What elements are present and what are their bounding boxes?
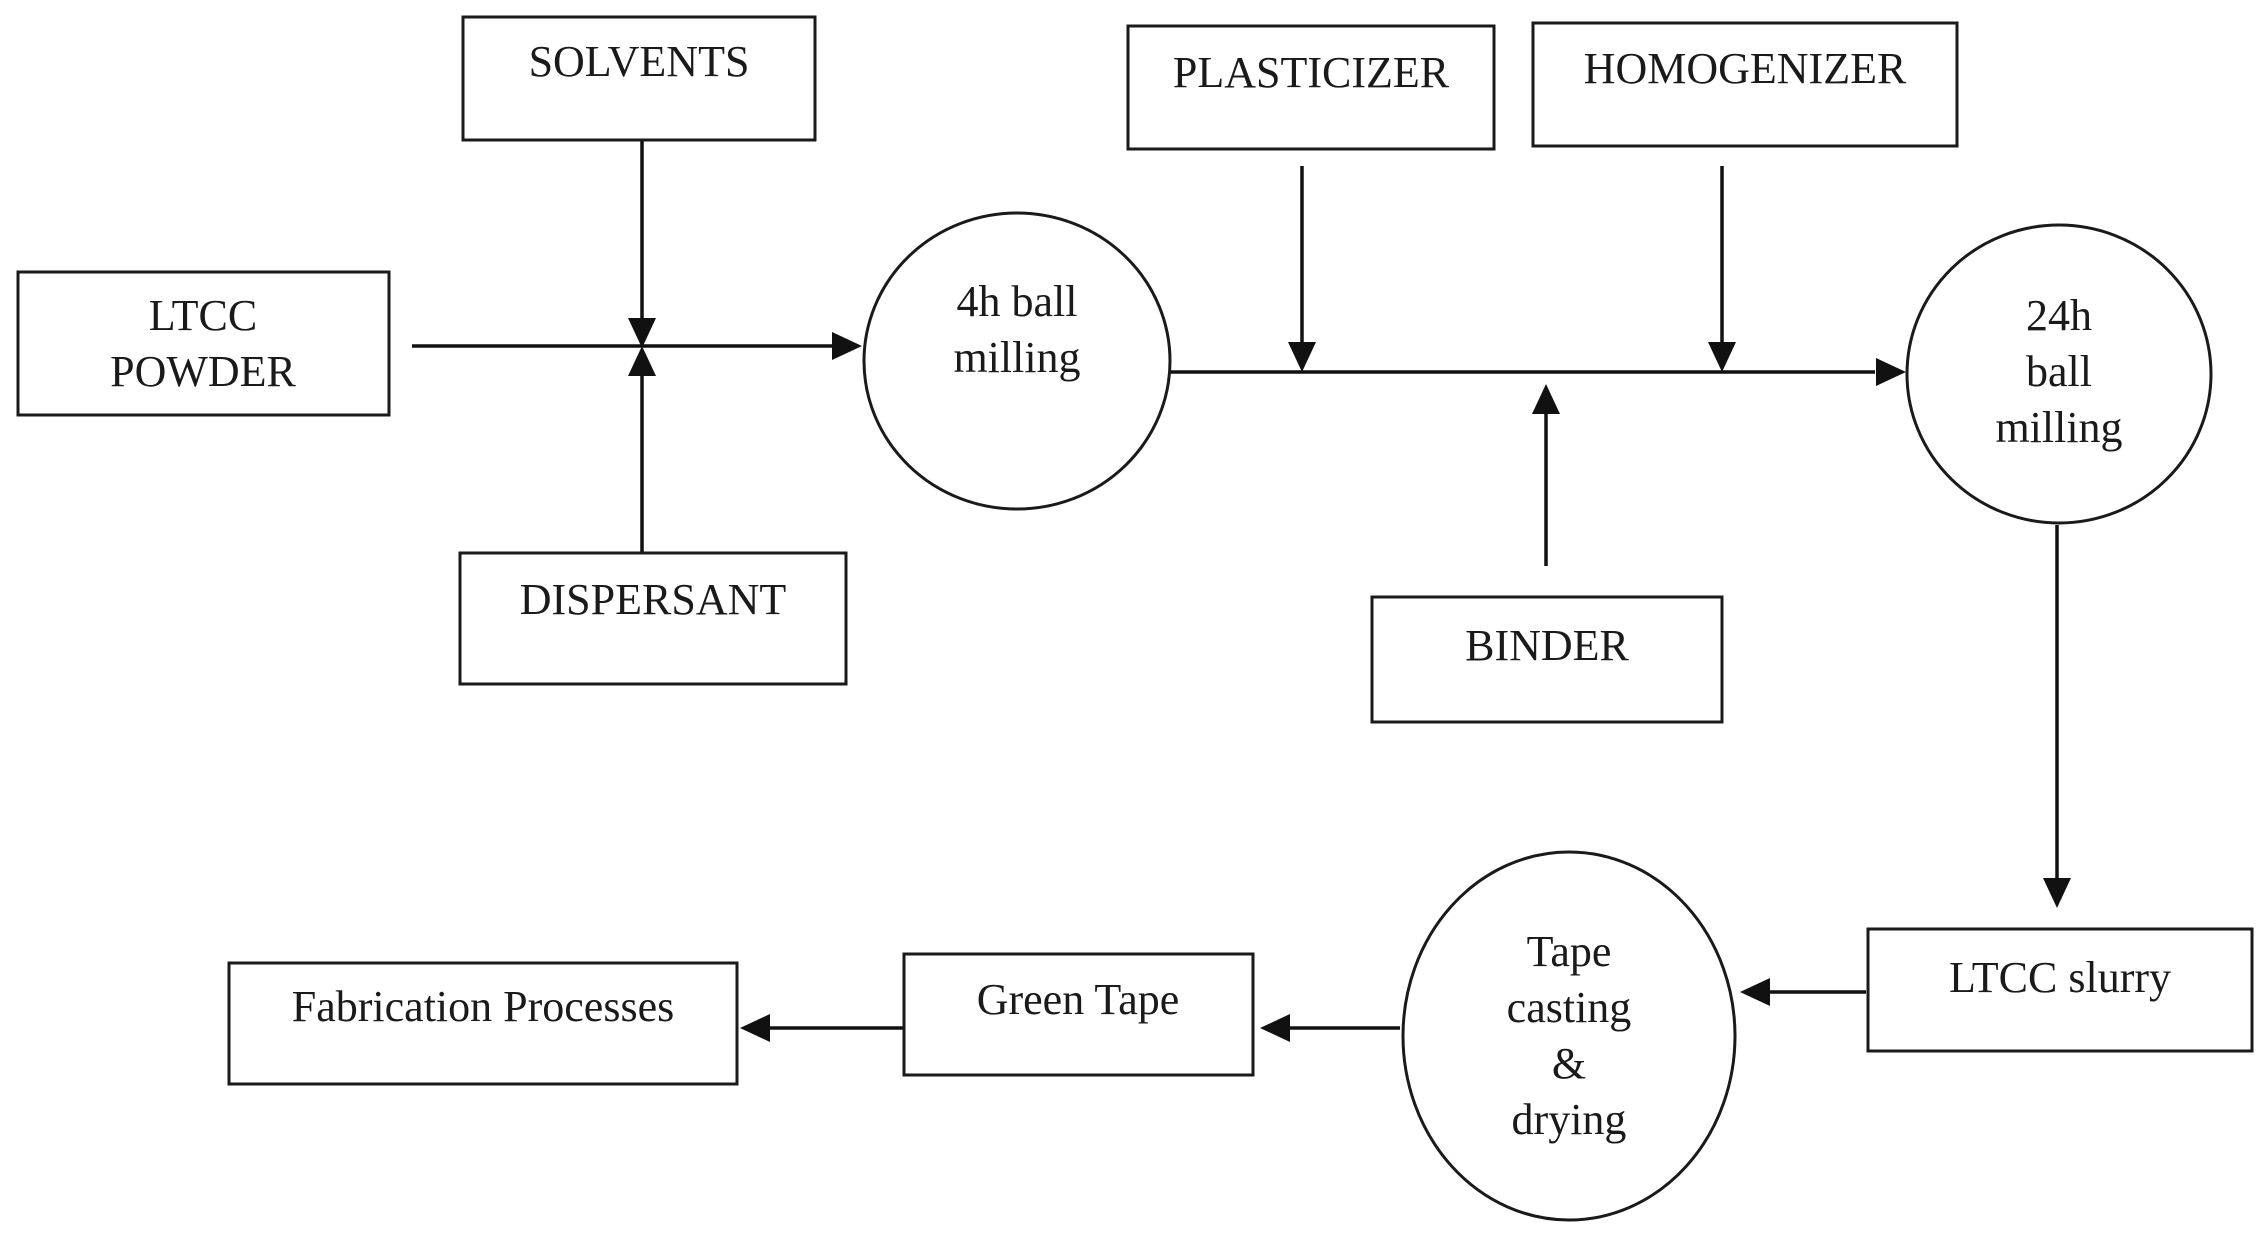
node-label-line: milling <box>953 333 1080 382</box>
node-label: DISPERSANT <box>520 575 787 624</box>
node-label: Fabrication Processes <box>292 982 674 1031</box>
arrowhead-up <box>1532 384 1560 414</box>
node-plasticizer: PLASTICIZER <box>1126 24 1496 151</box>
node-label-line: DISPERSANT <box>520 575 787 624</box>
arrowhead-right <box>832 332 862 360</box>
node-label: Tape casting & drying <box>1507 927 1632 1144</box>
node-label-line: LTCC slurry <box>1949 953 2171 1002</box>
node-dispersant: DISPERSANT <box>458 551 848 686</box>
arrowhead-left <box>1260 1014 1290 1042</box>
node-label: 4h ball milling <box>953 277 1080 382</box>
arrowhead-right <box>1876 358 1906 386</box>
node-ltcc-slurry: LTCC slurry <box>1866 927 2254 1053</box>
arrowheads <box>628 318 2071 1042</box>
node-label: PLASTICIZER <box>1173 48 1450 97</box>
arrowhead-down <box>628 318 656 348</box>
node-label-line: PLASTICIZER <box>1173 48 1450 97</box>
node-green-tape: Green Tape <box>902 952 1255 1077</box>
node-label: 24h ball milling <box>1995 291 2122 452</box>
arrowhead-down <box>1288 342 1316 372</box>
node-tape-casting-drying: Tape casting & drying <box>1401 850 1737 1222</box>
arrowhead-down <box>2043 878 2071 908</box>
node-label: LTCC POWDER <box>110 291 296 396</box>
node-label-line: milling <box>1995 403 2122 452</box>
node-ltcc-powder: LTCC POWDER <box>16 270 391 417</box>
node-label: Green Tape <box>977 975 1180 1024</box>
node-label-line: 24h <box>2026 291 2092 340</box>
node-label-line: LTCC <box>149 291 257 340</box>
node-label-line: SOLVENTS <box>529 37 750 86</box>
node-label-line: casting <box>1507 983 1632 1032</box>
node-label-line: & <box>1552 1039 1586 1088</box>
node-label-line: Tape <box>1527 927 1612 976</box>
node-label-line: HOMOGENIZER <box>1584 44 1907 93</box>
node-label: BINDER <box>1465 621 1629 670</box>
node-label: LTCC slurry <box>1949 953 2171 1002</box>
node-24h-ball-milling: 24h ball milling <box>1905 223 2213 525</box>
flow-lines <box>412 141 2059 1030</box>
node-binder: BINDER <box>1370 595 1724 724</box>
arrowhead-left <box>1740 978 1770 1006</box>
node-4h-ball-milling: 4h ball milling <box>862 211 1172 511</box>
node-label-line: drying <box>1512 1095 1627 1144</box>
node-label-line: Green Tape <box>977 975 1180 1024</box>
node-label: SOLVENTS <box>529 37 750 86</box>
node-homogenizer: HOMOGENIZER <box>1531 21 1959 148</box>
arrowhead-up <box>628 346 656 376</box>
arrowhead-left <box>740 1014 770 1042</box>
node-label-line: ball <box>2026 347 2092 396</box>
node-label: HOMOGENIZER <box>1584 44 1907 93</box>
node-fabrication-processes: Fabrication Processes <box>227 961 739 1086</box>
node-solvents: SOLVENTS <box>461 15 817 142</box>
node-label-line: 4h ball <box>957 277 1078 326</box>
node-label-line: BINDER <box>1465 621 1629 670</box>
arrowhead-down <box>1708 342 1736 372</box>
node-label-line: Fabrication Processes <box>292 982 674 1031</box>
node-label-line: POWDER <box>110 347 296 396</box>
